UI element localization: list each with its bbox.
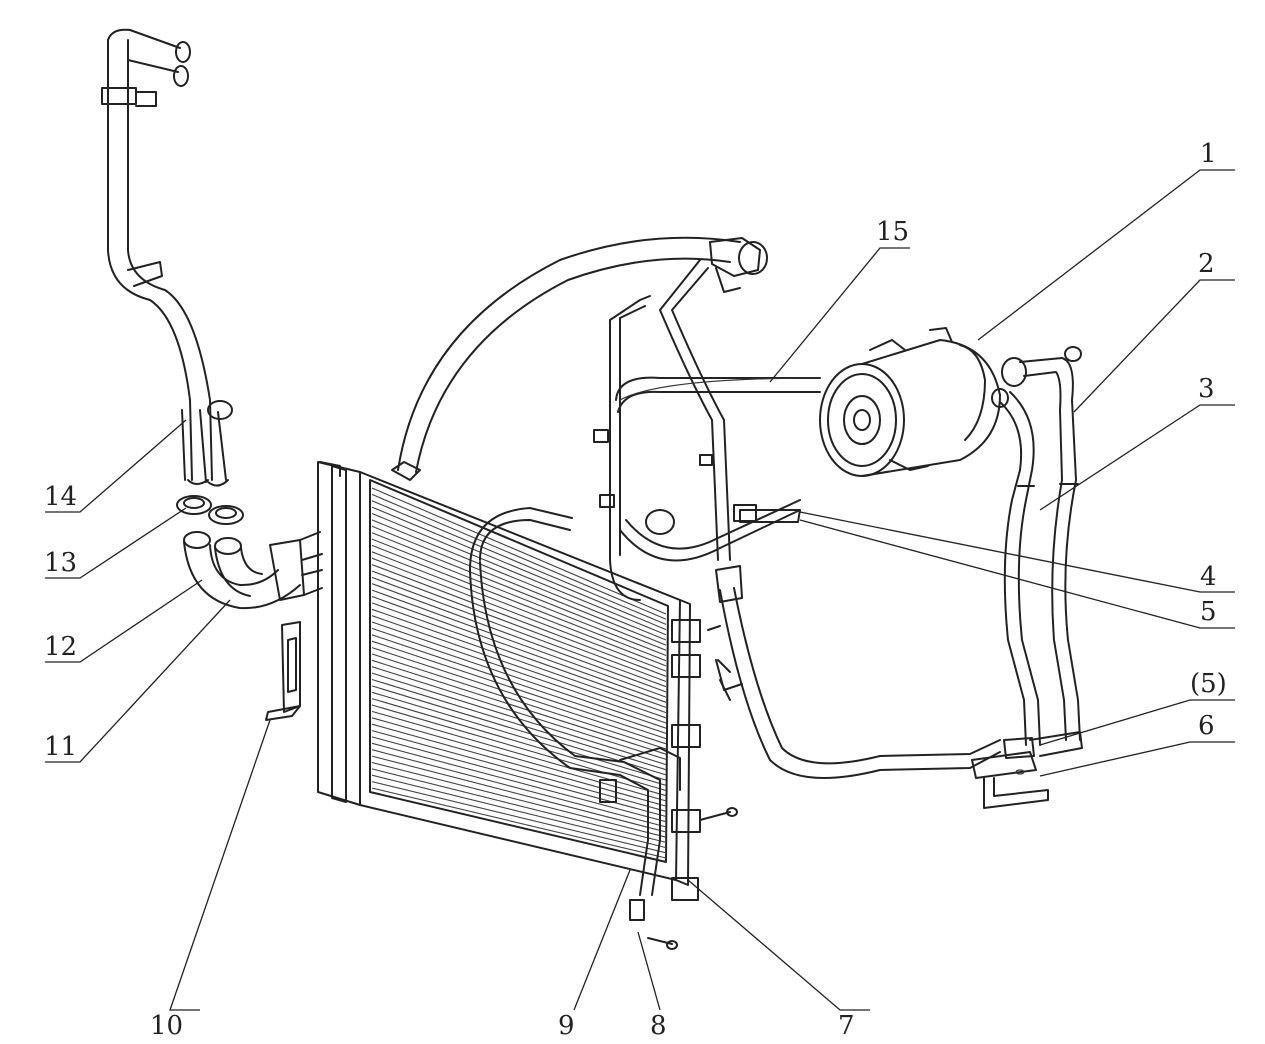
- receiver-pipe: [469, 507, 743, 950]
- hoses-right: [999, 346, 1083, 757]
- condenser-fin: [371, 506, 667, 631]
- condenser-fin: [371, 730, 667, 812]
- condenser-fin: [371, 621, 667, 724]
- callout-9: 9: [558, 1011, 575, 1041]
- hose-clamps: [176, 495, 244, 525]
- callout-11: 11: [44, 732, 77, 762]
- condenser-fin: [371, 544, 667, 662]
- callout-6: 6: [1198, 711, 1215, 741]
- condenser-fin: [371, 608, 667, 714]
- condenser-fin: [371, 698, 667, 786]
- condenser-fin: [371, 704, 667, 792]
- condenser-fin: [371, 493, 667, 620]
- condenser-fin: [371, 659, 667, 755]
- condenser-fin: [371, 736, 667, 818]
- condenser-fin: [371, 500, 667, 625]
- callout-1: 1: [1200, 139, 1217, 169]
- condenser-fin: [371, 755, 667, 833]
- condenser-fin: [371, 551, 667, 667]
- callout-7: 7: [838, 1011, 855, 1041]
- condenser-fin: [371, 685, 667, 776]
- condenser-fin: [371, 634, 667, 734]
- condenser-fin: [371, 570, 667, 683]
- condenser-fin: [371, 589, 667, 698]
- condenser-fin: [371, 749, 667, 828]
- lower-hose: [715, 504, 1001, 779]
- condenser-fin: [371, 583, 667, 693]
- callout-2: 2: [1198, 249, 1215, 279]
- condenser-fin: [371, 768, 667, 843]
- callout-5: 5: [1200, 597, 1217, 627]
- condenser-fin: [371, 615, 667, 719]
- heater-pipe-assembly: [101, 28, 233, 487]
- condenser-fin: [371, 519, 667, 641]
- callout-10: 10: [150, 1011, 183, 1041]
- condenser-bracket: [265, 621, 301, 721]
- drive-belt: [619, 377, 821, 401]
- condenser-fin: [371, 557, 667, 672]
- condenser-fin: [371, 653, 667, 750]
- condenser-fin: [371, 691, 667, 781]
- condenser-fin: [371, 640, 667, 740]
- compressor: [819, 327, 1027, 477]
- condenser-fin: [371, 487, 667, 615]
- leader-lines: [45, 169, 1235, 1011]
- condenser-fin: [371, 525, 667, 646]
- callout-8: 8: [650, 1011, 667, 1041]
- condenser-fin: [371, 602, 667, 708]
- condenser-fin: [371, 538, 667, 657]
- heater-hose-elbow: [183, 531, 323, 610]
- liquid-line-pipes: [593, 259, 821, 601]
- condenser-fin: [371, 666, 667, 760]
- callout-3: 3: [1198, 374, 1215, 404]
- condenser-fin: [371, 774, 667, 849]
- condenser-fin: [371, 781, 667, 854]
- callout-labels: 1 2 3 4 5 (5) 6 7 8 9 10 11 12 13 14 15: [44, 139, 1227, 1041]
- callout-4: 4: [1200, 562, 1217, 592]
- condenser-fin: [371, 627, 667, 729]
- callout-14: 14: [44, 482, 77, 512]
- condenser-fin: [371, 787, 667, 859]
- condenser-fin: [371, 595, 667, 703]
- condenser-fin: [371, 576, 667, 688]
- discharge-hose: [397, 236, 768, 473]
- condenser-fin: [371, 532, 667, 651]
- condenser-fin: [371, 761, 667, 838]
- callout-5-paren: (5): [1190, 669, 1227, 699]
- condenser-fin: [371, 742, 667, 823]
- condenser-fin: [371, 564, 667, 677]
- condenser-fin: [371, 678, 667, 771]
- callout-13: 13: [44, 548, 77, 578]
- hose-bracket: [971, 737, 1049, 809]
- callout-15: 15: [876, 217, 909, 247]
- condenser-fin: [371, 512, 667, 636]
- callout-12: 12: [44, 632, 77, 662]
